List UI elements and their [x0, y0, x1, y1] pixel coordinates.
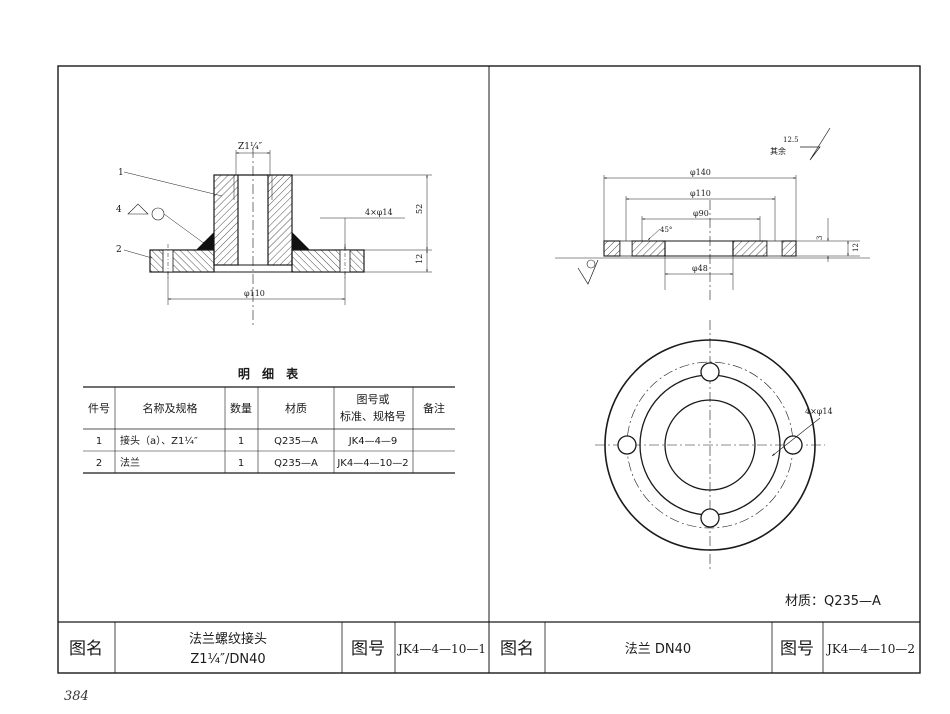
title-block: 图名 法兰螺纹接头 Z1¼″/DN40 图号 JK4—4—10—1 图名 法兰 …: [58, 621, 920, 673]
flange-od-dimension: φ140: [690, 168, 711, 177]
bom-row-1-code: JK4—4—9: [348, 436, 398, 447]
bom-header-no: 件号: [88, 402, 110, 415]
right-flange-plan-view: 4×φ14: [595, 320, 833, 570]
bom-row-1-name: 接头（a）、Z1¼″: [120, 434, 198, 447]
roughness-value: 12.5: [783, 136, 799, 144]
raised-face-dimension: φ90: [693, 209, 709, 218]
left-drawing-name-line2: Z1¼″/DN40: [190, 652, 265, 667]
left-name-label: 图名: [69, 639, 103, 659]
thread-dimension: Z1¼″: [238, 141, 263, 152]
bom-row-2-code: JK4—4—10—2: [336, 458, 408, 469]
bom-header-qty: 数量: [230, 402, 252, 415]
bolt-circle-dimension: φ110: [690, 189, 711, 198]
bom-header-material: 材质: [285, 401, 307, 415]
left-code-label: 图号: [351, 639, 385, 659]
bom-row-2-material: Q235—A: [274, 458, 318, 469]
bom-header-name: 名称及规格: [143, 401, 198, 415]
right-drawing-code: JK4—4—10—2: [825, 642, 915, 656]
bom-row-2-qty: 1: [238, 458, 244, 469]
face-height-3: 3: [816, 236, 824, 240]
holes-dimension: 4×φ14: [365, 208, 393, 217]
right-flange-section: 12.5 其余 φ140 φ110 φ90 45° φ48 3 12: [555, 127, 870, 300]
bom-row-2-no: 2: [96, 458, 102, 469]
flange-thickness-12: 12: [852, 243, 860, 252]
bore-dimension: φ48: [692, 264, 708, 273]
left-drawing-code: JK4—4—10—1: [396, 642, 486, 656]
chamfer-angle: 45°: [660, 226, 672, 234]
bom-header-code-2: 标准、规格号: [340, 409, 406, 423]
plan-holes-dimension: 4×φ14: [805, 407, 833, 416]
left-drawing-name-line1: 法兰螺纹接头: [189, 631, 267, 647]
material-note: 材质：Q235—A: [785, 594, 881, 609]
height-52: 52: [415, 204, 424, 214]
part-label-4: 4: [116, 205, 122, 215]
bom-row-1-qty: 1: [238, 436, 244, 447]
flange-diameter-dimension: φ110: [244, 289, 265, 298]
height-12: 12: [415, 254, 424, 264]
left-assembly-drawing: Z1¼″ 4×φ14 52 12 φ110 1 2 4: [116, 141, 432, 325]
bom-table: 明 细 表 件号 名称及规格 数量 材质 图号或 标准、规格号 备注 1 接头（…: [83, 366, 455, 474]
part-label-1: 1: [118, 168, 124, 178]
bom-header-code-1: 图号或: [357, 393, 390, 406]
bom-row-2-name: 法兰: [120, 456, 140, 469]
bom-title: 明 细 表: [238, 366, 302, 381]
part-label-2: 2: [116, 245, 122, 255]
bom-row-1-material: Q235—A: [274, 436, 318, 447]
right-name-label: 图名: [500, 639, 534, 659]
right-drawing-name: 法兰 DN40: [625, 642, 691, 657]
page-number: 384: [64, 689, 89, 704]
right-code-label: 图号: [780, 639, 814, 659]
bom-row-1-no: 1: [96, 436, 102, 447]
bom-header-note: 备注: [423, 401, 445, 415]
roughness-others: 其余: [770, 146, 786, 156]
